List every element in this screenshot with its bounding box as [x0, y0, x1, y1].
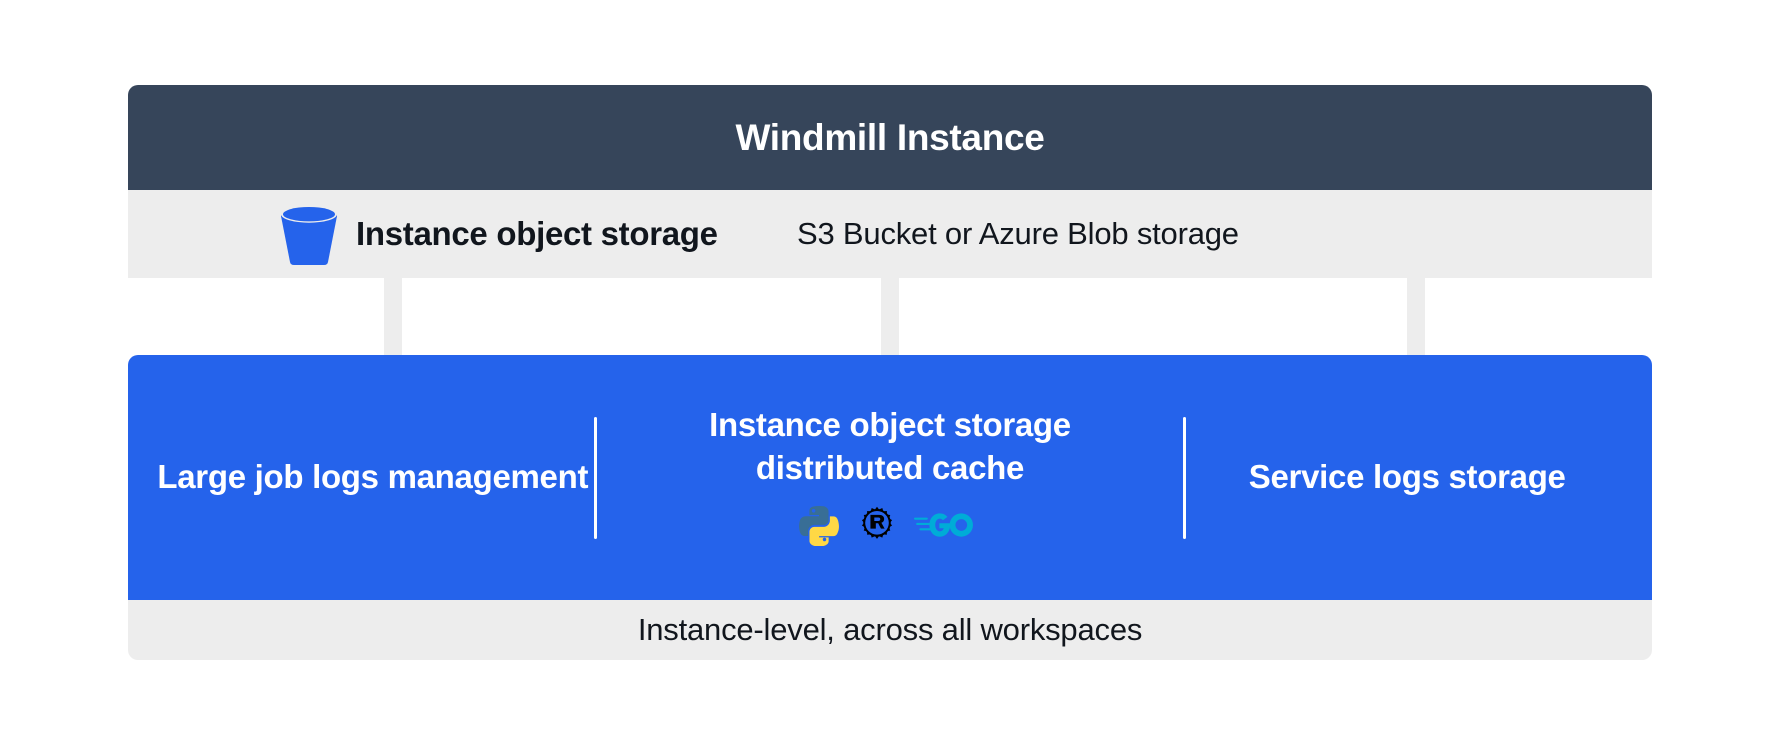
- instance-object-storage-bar: Instance object storage S3 Bucket or Azu…: [128, 190, 1652, 278]
- instance-object-storage-backends: S3 Bucket or Azure Blob storage: [797, 216, 1239, 251]
- feature-divider: [1183, 417, 1186, 539]
- feature-title: Large job logs management: [157, 458, 589, 496]
- instance-header: Windmill Instance: [128, 85, 1652, 190]
- feature-large-job-logs: Large job logs management: [128, 355, 618, 600]
- feature-title: Instance object storage distributed cach…: [709, 406, 1071, 486]
- features-panel: Large job logs management Instance objec…: [128, 355, 1652, 600]
- python-logo: [798, 504, 840, 551]
- instance-header-title: Windmill Instance: [735, 116, 1045, 158]
- instance-object-storage-label: Instance object storage: [356, 215, 718, 252]
- feature-service-logs: Service logs storage: [1162, 355, 1652, 600]
- supported-languages: [798, 505, 982, 551]
- feature-title: Service logs storage: [1248, 458, 1566, 496]
- scope-footer: Instance-level, across all workspaces: [128, 600, 1652, 660]
- scope-footer-label: Instance-level, across all workspaces: [637, 612, 1143, 647]
- go-logo: [913, 508, 982, 547]
- feature-distributed-cache: Instance object storage distributed cach…: [618, 355, 1163, 600]
- bucket-icon: [278, 202, 340, 266]
- windmill-instance-diagram: Windmill Instance Instance object storag…: [128, 85, 1652, 660]
- feature-divider: [594, 417, 597, 539]
- rust-logo: [856, 504, 898, 551]
